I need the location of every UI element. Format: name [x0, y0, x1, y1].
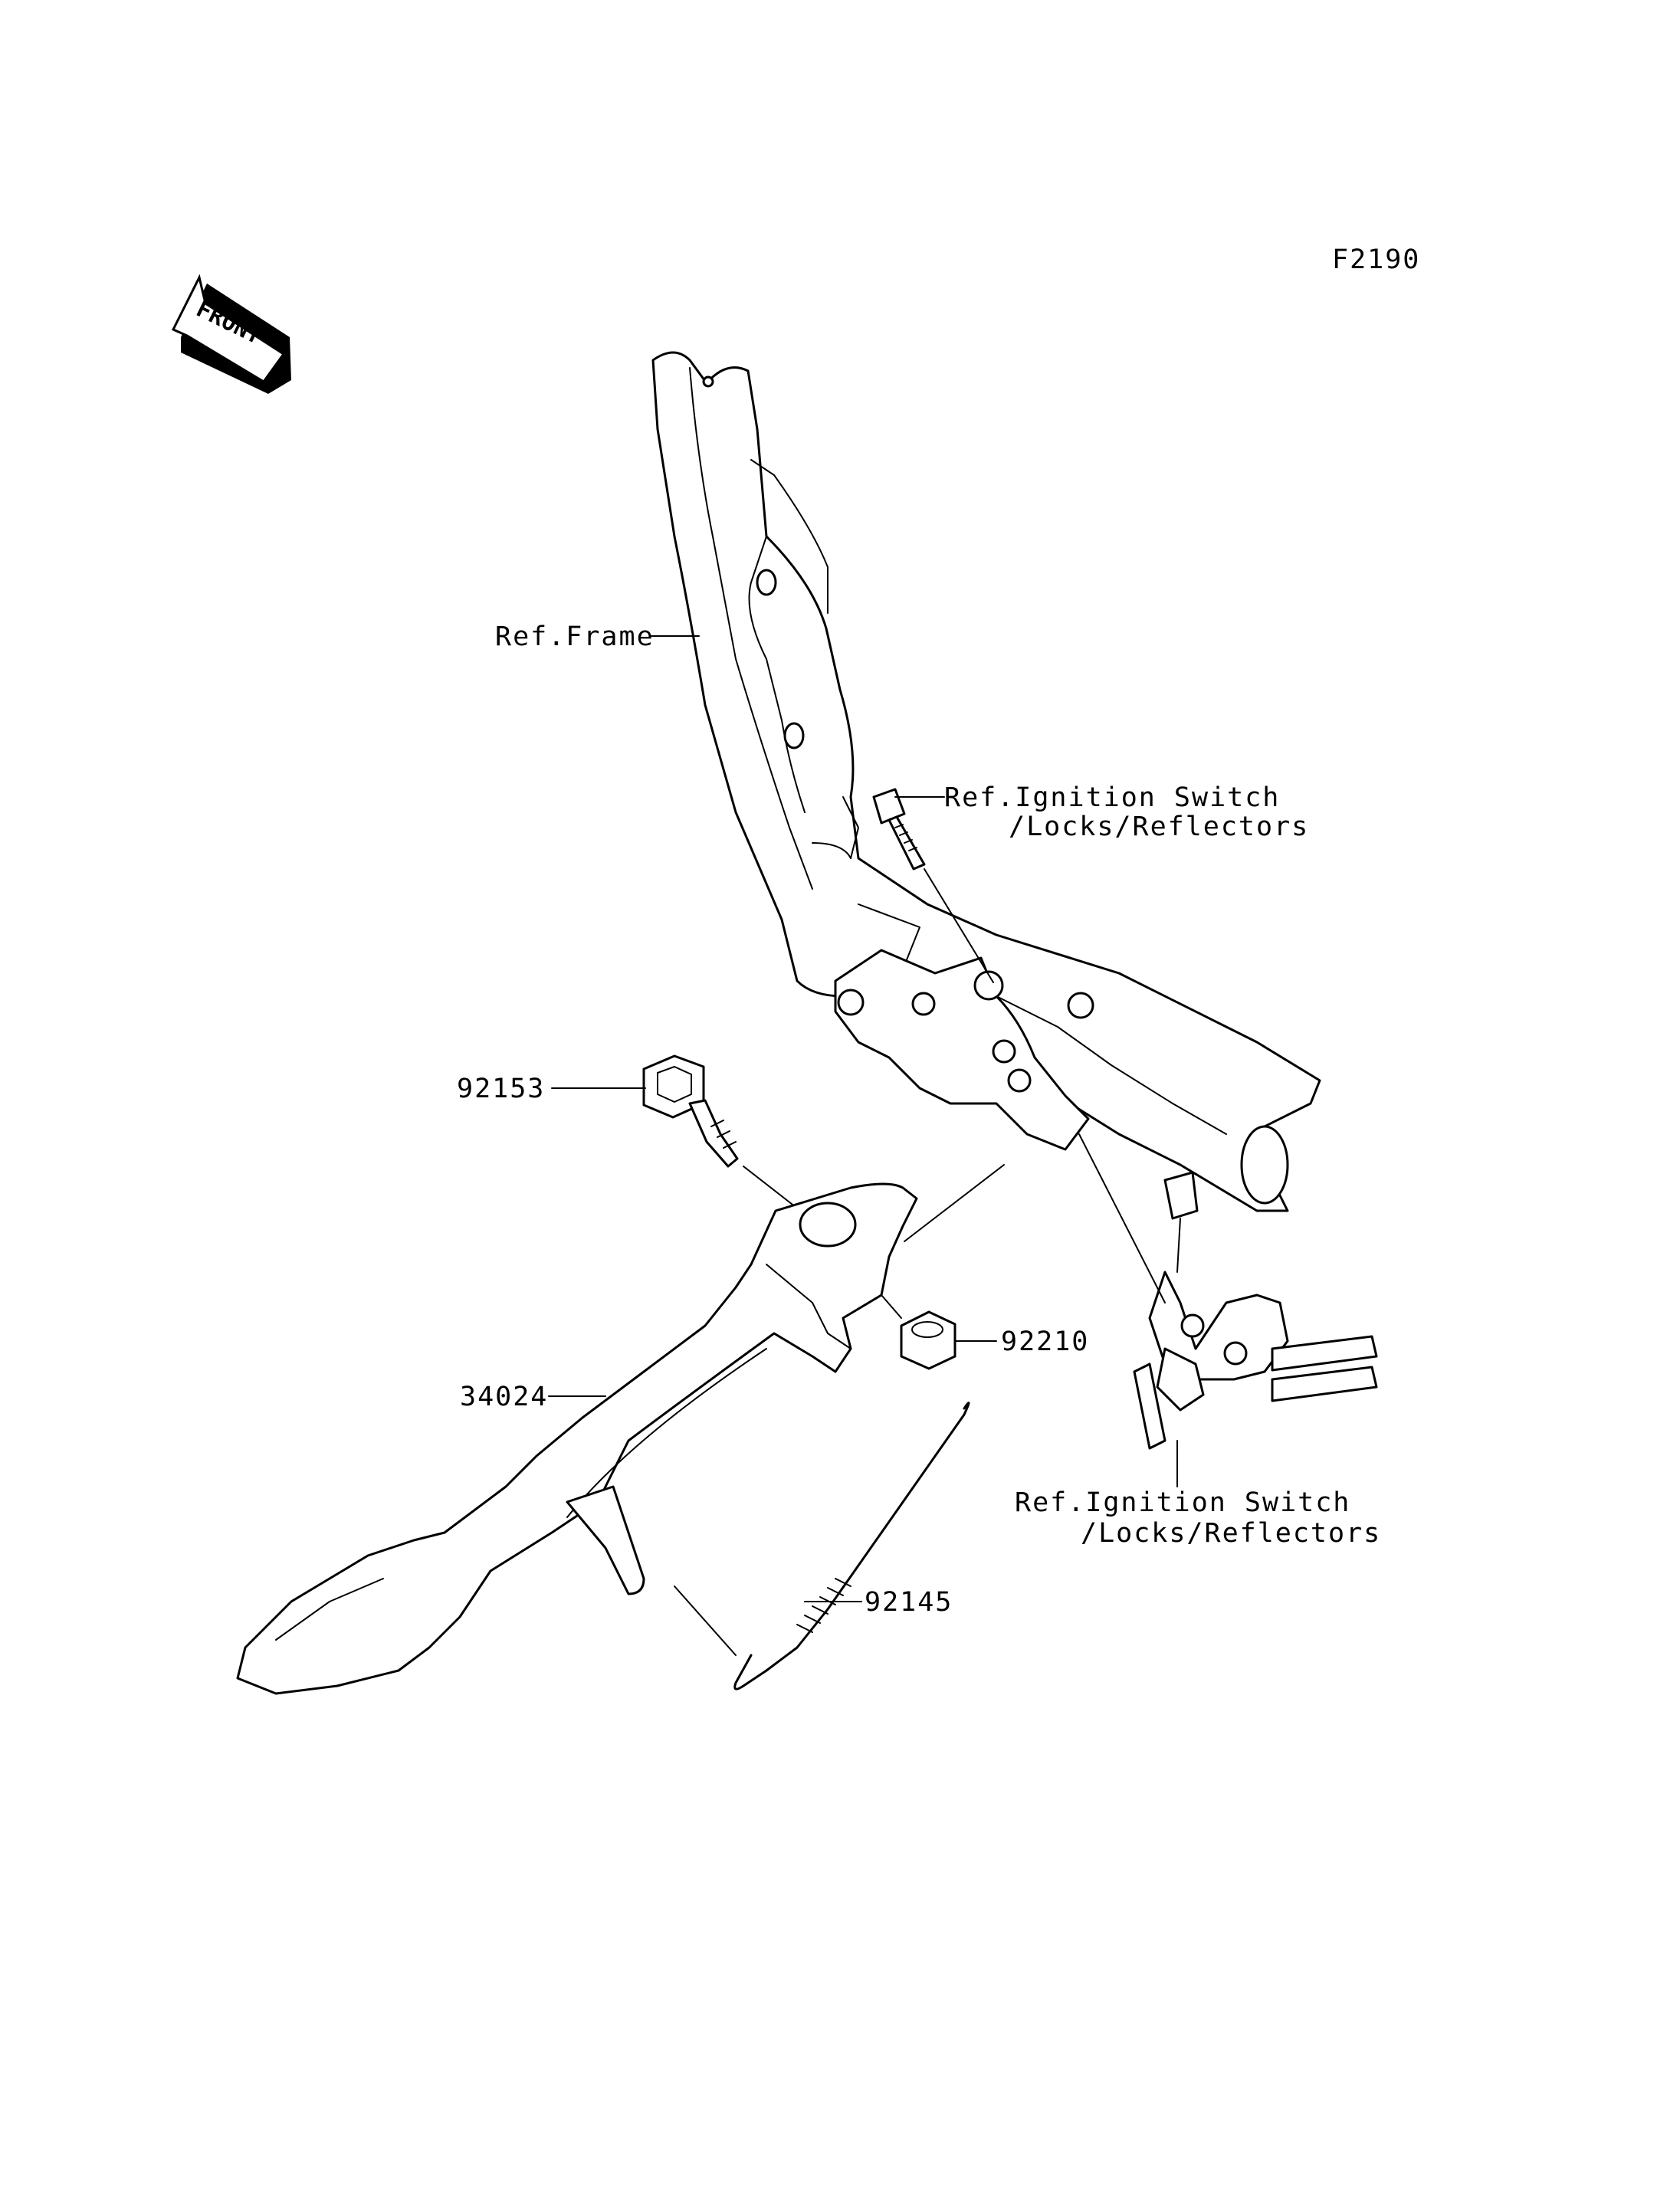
- label-ref-ignition-bottom-1: Ref.Ignition Switch: [1015, 1487, 1350, 1518]
- label-92145: 92145: [865, 1587, 953, 1618]
- leader-bracket-to-switch: [1078, 1133, 1166, 1303]
- label-ref-frame: Ref.Frame: [495, 621, 655, 652]
- front-direction-arrow-icon: FRONT: [171, 274, 291, 394]
- label-92153: 92153: [457, 1074, 545, 1104]
- spring-92145-drawing: [733, 1402, 970, 1690]
- figure-code: F2190: [1332, 244, 1420, 275]
- label-34024: 34024: [460, 1382, 548, 1412]
- nut-92210-drawing: [900, 1310, 956, 1370]
- frame-drawing: [651, 351, 1321, 1212]
- label-ref-ignition-top-1: Ref.Ignition Switch: [944, 782, 1280, 813]
- label-ref-ignition-top-2: /Locks/Reflectors: [1009, 812, 1309, 842]
- bolt-92153-drawing: [642, 1054, 739, 1168]
- label-92210: 92210: [1001, 1326, 1089, 1357]
- side-stand-34024-drawing: [236, 1182, 918, 1695]
- leader-nut-to-stand: [881, 1294, 902, 1319]
- leader-stand-to-bracket: [904, 1164, 1005, 1242]
- side-stand-switch-drawing: [1133, 1171, 1378, 1450]
- leader-spring-to-hook: [674, 1585, 737, 1656]
- leader-bolt-to-bracket: [924, 868, 994, 983]
- ignition-switch-bolt-top: [872, 788, 926, 871]
- label-ref-ignition-bottom-2: /Locks/Reflectors: [1081, 1518, 1381, 1549]
